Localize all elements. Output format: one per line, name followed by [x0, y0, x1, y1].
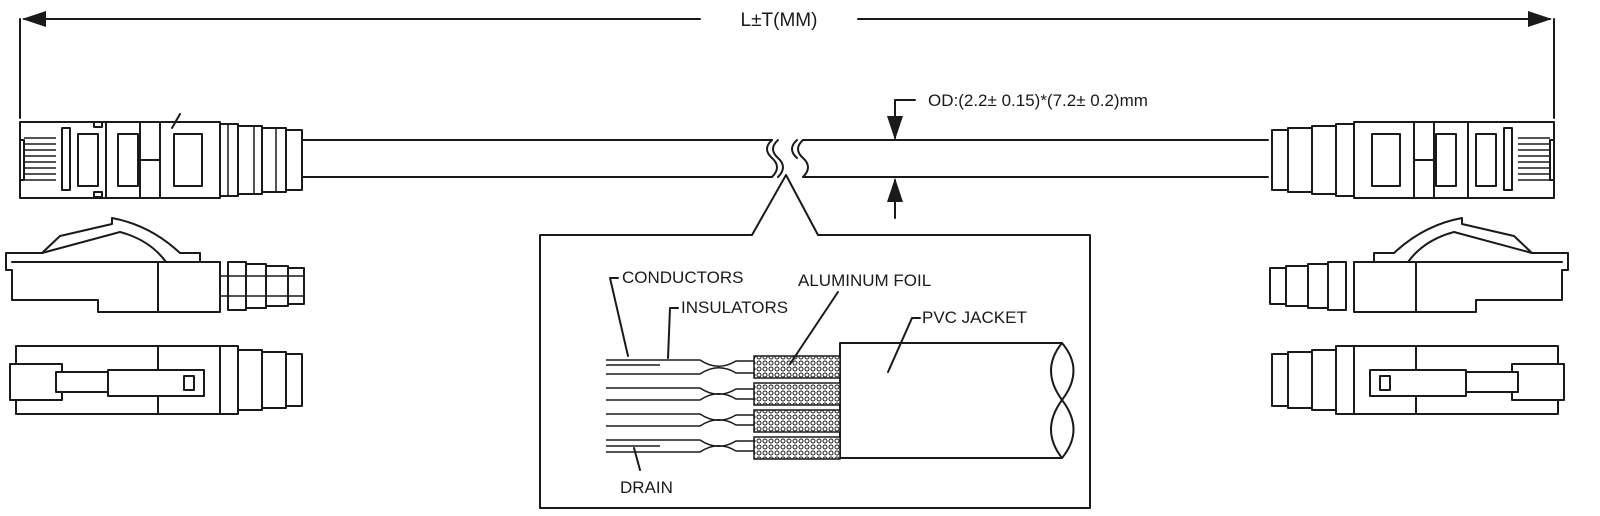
cable-body: [299, 139, 1269, 178]
left-connector-side-view: [5, 217, 305, 313]
label-drain: DRAIN: [620, 478, 673, 497]
od-label: OD:(2.2± 0.15)*(7.2± 0.2)mm: [928, 91, 1148, 110]
label-pvc-jacket: PVC JACKET: [922, 308, 1027, 327]
pvc-jacket: [839, 342, 1063, 459]
length-dimension: L±T(MM): [19, 10, 1555, 119]
label-conductors: CONDUCTORS: [622, 268, 744, 287]
foil-pair-2: [753, 382, 841, 406]
cross-section-detail: CONDUCTORS INSULATORS ALUMINUM FOIL PVC …: [539, 174, 1091, 509]
foil-pair-1: [753, 355, 841, 379]
right-connector-bottom-view: [1271, 345, 1565, 415]
foil-pair-4: [753, 436, 841, 460]
left-connector-bottom-view: [9, 345, 303, 415]
right-connector-side-view: [1269, 217, 1569, 313]
label-aluminum-foil: ALUMINUM FOIL: [798, 271, 931, 290]
length-label: L±T(MM): [741, 10, 818, 31]
right-connector-top-view: [1271, 121, 1555, 199]
left-connector-top-view: [19, 113, 303, 199]
foil-pair-3: [753, 409, 841, 433]
twisted-pairs: [606, 359, 754, 453]
label-insulators: INSULATORS: [681, 298, 788, 317]
od-dimension: OD:(2.2± 0.15)*(7.2± 0.2)mm: [887, 91, 1148, 219]
